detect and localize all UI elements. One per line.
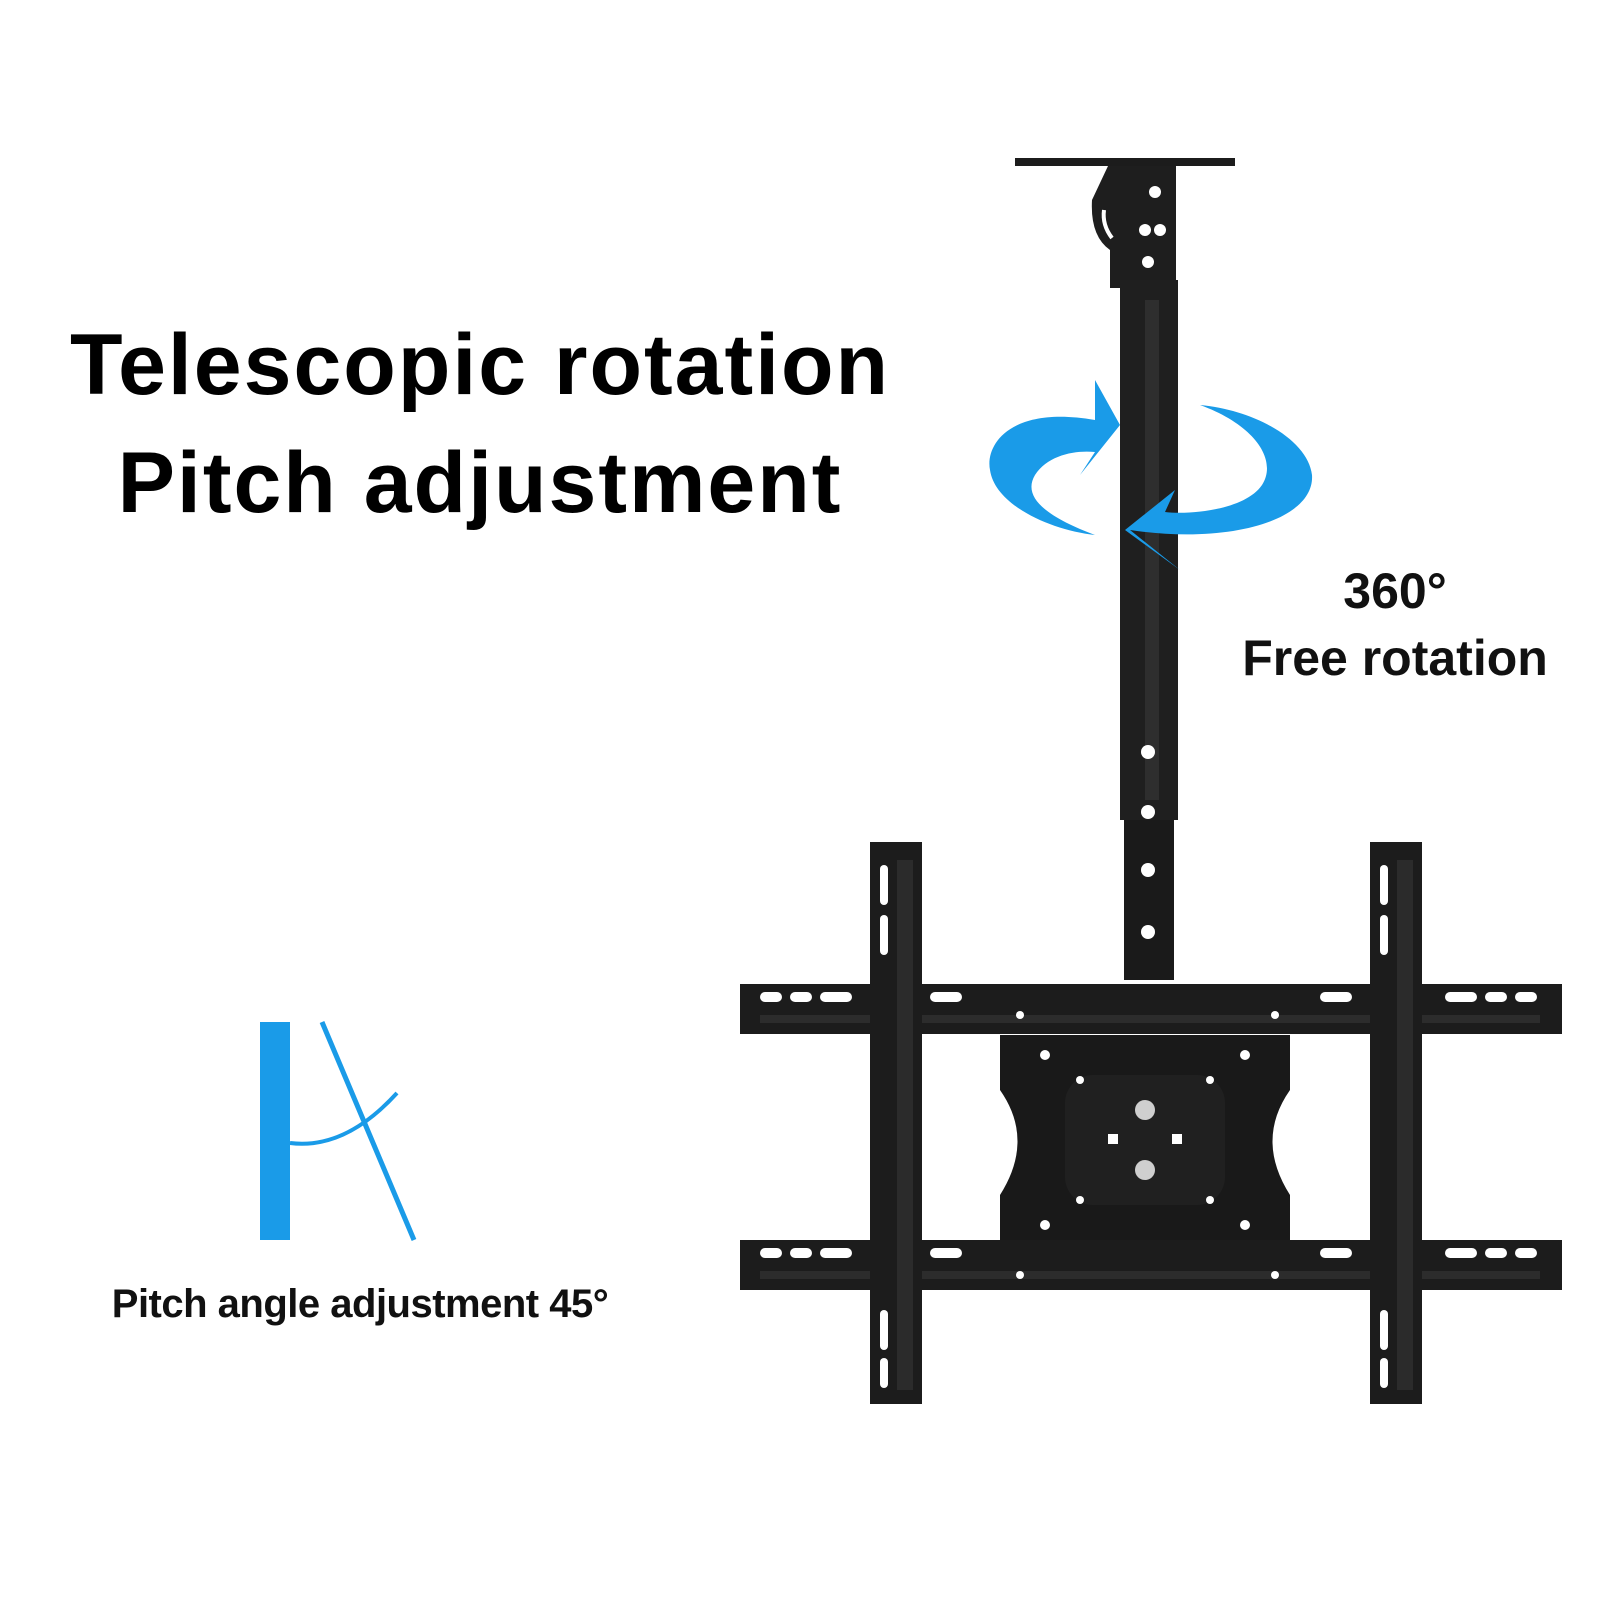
telescopic-pole-lower	[1124, 820, 1174, 980]
bracket-holes	[760, 865, 1537, 1388]
rotation-label: Free rotation	[1242, 630, 1548, 686]
circular-arrows-icon	[989, 380, 1313, 570]
ceiling-plate	[1015, 158, 1235, 166]
rotation-degrees: 360°	[1343, 563, 1447, 619]
pitch-angle-label: Pitch angle adjustment 45°	[111, 1282, 609, 1326]
tv-mount-bracket	[740, 842, 1562, 1404]
headline-line-2: Pitch adjustment	[117, 435, 843, 531]
pole-holes	[1141, 256, 1155, 939]
pitch-angle-icon	[260, 1021, 417, 1241]
headline-line-1: Telescopic rotation	[69, 317, 891, 413]
